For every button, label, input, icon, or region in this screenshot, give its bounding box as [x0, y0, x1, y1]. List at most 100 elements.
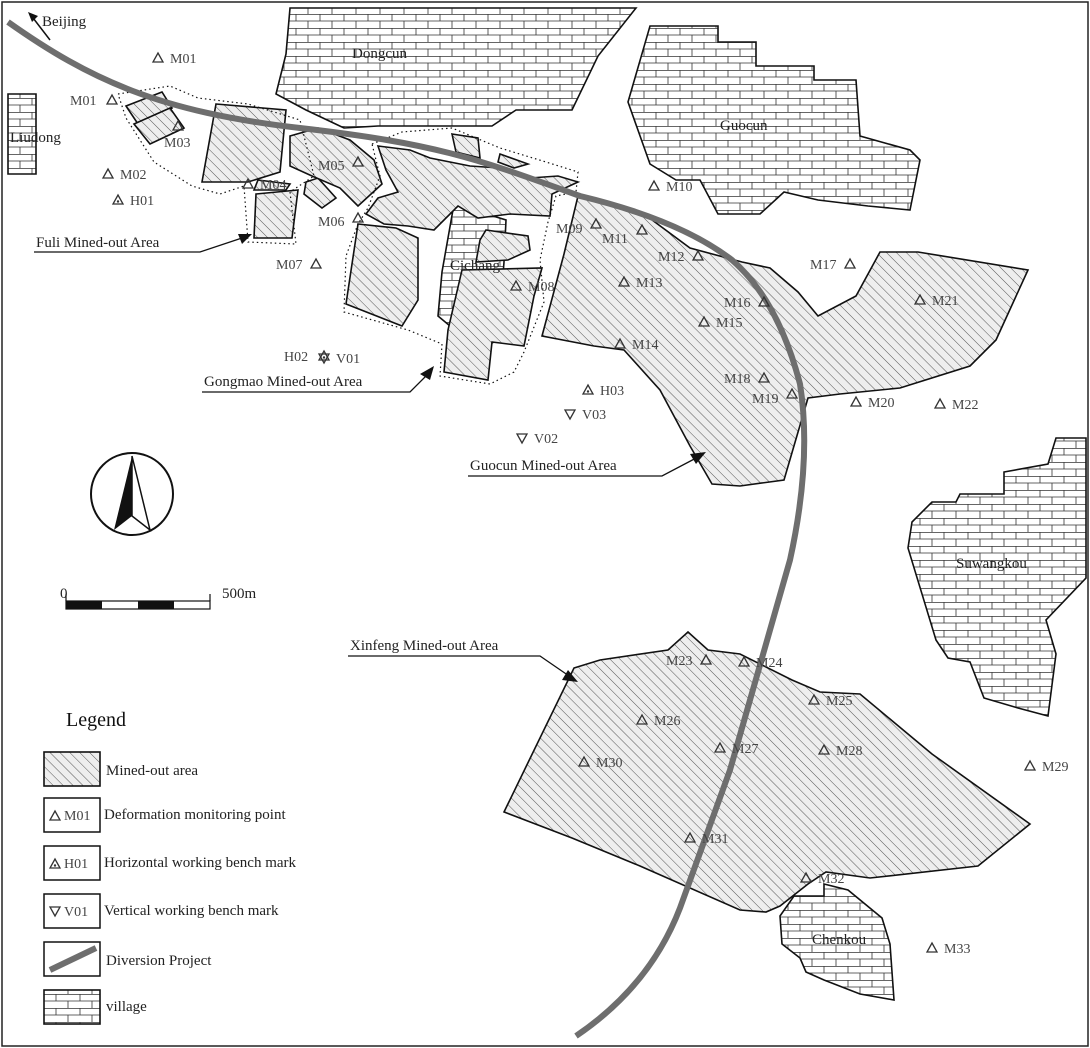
leader-arrow	[468, 452, 706, 477]
leader-arrow	[202, 366, 434, 393]
legend-label: village	[106, 999, 147, 1015]
deformation-point-label: M17	[810, 258, 836, 273]
deformation-point-label: M04	[260, 178, 286, 193]
triangle-icon	[926, 942, 938, 953]
mined-out-block	[132, 107, 186, 145]
triangle-icon	[934, 398, 946, 409]
village-guocun	[627, 25, 921, 215]
deformation-point-label: M32	[818, 872, 844, 887]
triangle-icon	[1024, 760, 1036, 771]
village-chenkou	[779, 882, 895, 1001]
brick-swatch	[43, 989, 101, 1025]
legend-label: Deformation monitoring point	[104, 807, 286, 823]
deformation-point-label: M02	[120, 168, 146, 183]
triangle-icon	[844, 258, 856, 269]
vertical-bench-mark-label: V01	[336, 352, 360, 367]
mined-out-block	[252, 179, 292, 191]
legend-symbol-text: V01	[64, 905, 88, 920]
legend-label: Diversion Project	[106, 953, 212, 969]
village-label: Dongcun	[352, 46, 407, 62]
deformation-point-label: M19	[752, 392, 778, 407]
village-label: Cichang	[450, 258, 500, 274]
deformation-point-label: M14	[632, 338, 658, 353]
deformation-point-label: M12	[658, 250, 684, 265]
legend-label: Vertical working bench mark	[104, 903, 279, 919]
village-label: Chenkou	[812, 932, 867, 948]
horizontal-bench-mark-label: H01	[130, 194, 154, 209]
village-dongcun	[275, 7, 638, 129]
deformation-point-label: M08	[528, 280, 554, 295]
triangle-icon	[648, 180, 660, 191]
triangle-dot-icon	[112, 194, 124, 205]
area-label: Gongmao Mined-out Area	[204, 374, 363, 390]
deformation-point-label: M05	[318, 159, 344, 174]
deformation-point-label: M07	[276, 258, 302, 273]
deformation-point-label: M28	[836, 744, 862, 759]
deformation-point-label: M27	[732, 742, 758, 757]
hatch-swatch	[43, 751, 101, 787]
deformation-point-label: M11	[602, 232, 628, 247]
vertical-bench-mark-label: V02	[534, 432, 558, 447]
deformation-point-label: M26	[654, 714, 680, 729]
vertical-bench-mark-label: V03	[582, 408, 606, 423]
village-suwangkou	[907, 437, 1087, 718]
mined-out-block	[303, 177, 338, 209]
legend-symbol-text: M01	[64, 809, 90, 824]
triangle-icon	[850, 396, 862, 407]
village-liudong	[7, 93, 37, 175]
mined-out-block	[497, 152, 531, 169]
north-arrow-icon	[90, 452, 174, 536]
inverted-triangle-icon	[564, 409, 576, 420]
deformation-point-label: M20	[868, 396, 894, 411]
legend-items: Mined-out area M01 Deformation monitorin…	[43, 751, 297, 1025]
deformation-point-label: M30	[596, 756, 622, 771]
deformation-point-label: M18	[724, 372, 750, 387]
leader-arrow	[34, 234, 252, 253]
triangle-icon	[152, 52, 164, 63]
mined-out-area-xinfeng	[502, 630, 1032, 913]
gongmao-boundary	[343, 127, 579, 385]
village-label: Suwangkou	[956, 556, 1027, 572]
deformation-point-label: M23	[666, 654, 692, 669]
deformation-point-label: M25	[826, 694, 852, 709]
deformation-point-label: M33	[944, 942, 970, 957]
thick-line-swatch	[48, 945, 98, 973]
area-label: Guocun Mined-out Area	[470, 458, 617, 474]
deformation-point-label: M09	[556, 222, 582, 237]
mined-out-block	[253, 189, 299, 239]
deformation-point-label: M24	[756, 656, 782, 671]
deformation-point-label: M13	[636, 276, 662, 291]
fuli-boundary	[117, 85, 315, 245]
scale-start-label: 0	[60, 586, 68, 602]
legend-label: Mined-out area	[106, 763, 198, 779]
triangle-icon	[102, 168, 114, 179]
legend-label: Horizontal working bench mark	[104, 855, 297, 871]
mined-out-block	[443, 267, 544, 381]
scale-bar	[65, 594, 211, 610]
arrow-up-left-icon	[28, 12, 51, 41]
deformation-point-label: M01	[170, 52, 196, 67]
mined-out-block	[450, 133, 481, 160]
village-label: Guocun	[720, 118, 768, 134]
triangle-icon	[310, 258, 322, 269]
deformation-point-label: M01	[70, 94, 96, 109]
area-label: Fuli Mined-out Area	[36, 235, 160, 251]
mined-out-block	[345, 223, 419, 327]
deformation-point-label: M16	[724, 296, 750, 311]
triangle-icon	[106, 94, 118, 105]
legend-title: Legend	[66, 709, 126, 731]
direction-label: Beijing	[42, 14, 87, 30]
legend-symbol-text: H01	[64, 857, 88, 872]
mined-out-block	[364, 145, 581, 231]
village-label: Liudong	[10, 130, 61, 146]
deformation-point-label: M29	[1042, 760, 1068, 775]
leader-arrow	[348, 655, 578, 682]
deformation-point-label: M10	[666, 180, 692, 195]
scale-end-label: 500m	[222, 586, 257, 602]
horizontal-bench-mark-label: H03	[600, 384, 624, 399]
deformation-point-label: M22	[952, 398, 978, 413]
deformation-point-label: M21	[932, 294, 958, 309]
deformation-point-label: M31	[702, 832, 728, 847]
